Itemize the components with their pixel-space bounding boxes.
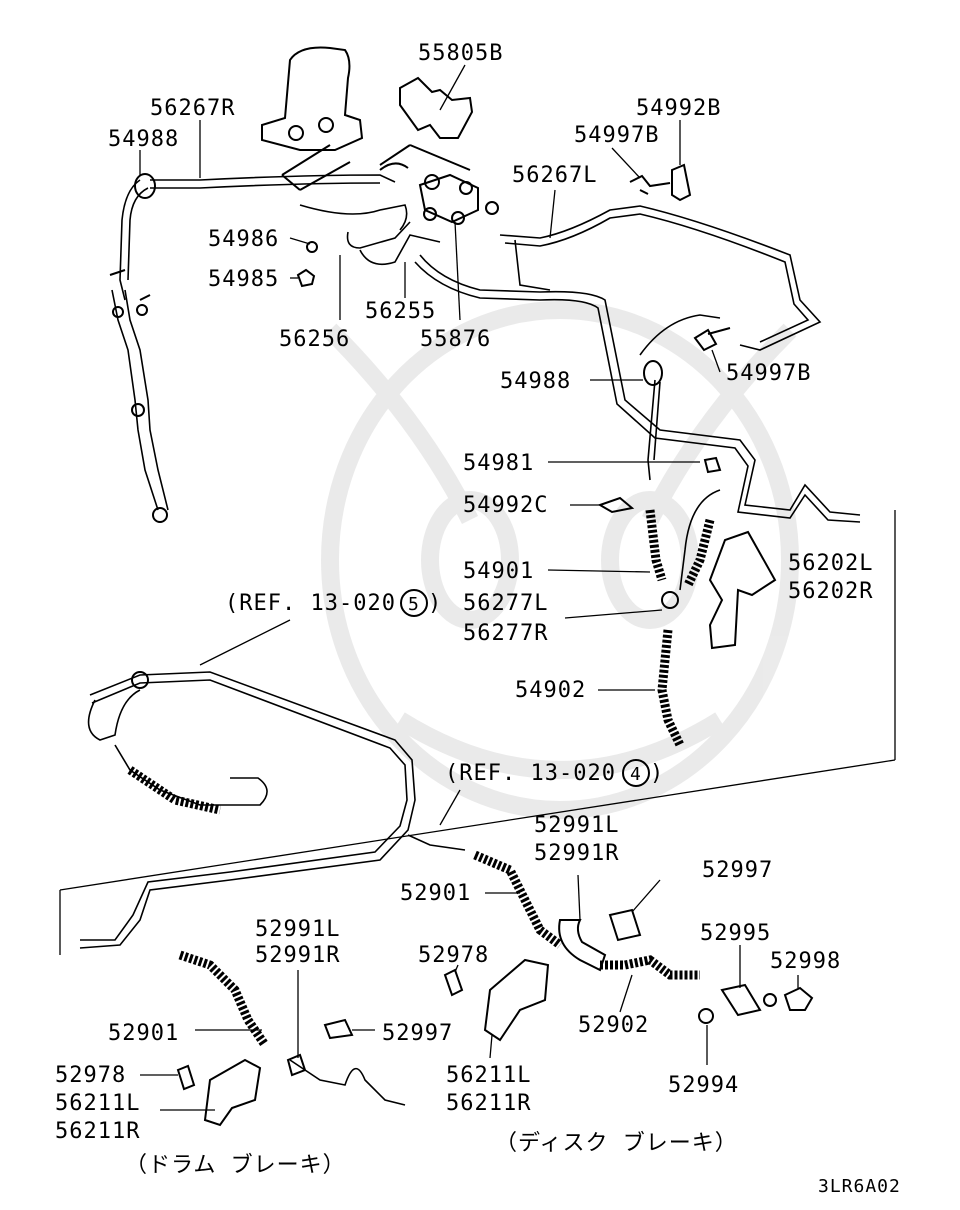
left-front-hose bbox=[109, 269, 169, 523]
label-56211R-drum: 56211R bbox=[55, 1119, 140, 1144]
figure-code: 3LR6A02 bbox=[818, 1176, 901, 1197]
label-56277L: 56277L bbox=[463, 591, 548, 616]
label-52978-drum: 52978 bbox=[55, 1063, 126, 1088]
clip-54981 bbox=[703, 456, 722, 474]
label-54985: 54985 bbox=[208, 267, 279, 292]
washer-54986 bbox=[306, 241, 318, 253]
part-labels: 55805B 56267R 54988 54992B 54997B 56267L… bbox=[55, 41, 873, 1144]
label-56211L-drum: 56211L bbox=[55, 1091, 140, 1116]
rear-disc-hose-52901 bbox=[473, 850, 563, 949]
watermark-emblem bbox=[321, 301, 799, 819]
leader-lines bbox=[139, 64, 799, 1111]
ref-4-number: 4 bbox=[630, 764, 642, 785]
label-52991L-drum: 52991L bbox=[255, 917, 340, 942]
rear-pipe-loop bbox=[79, 671, 416, 949]
label-52994: 52994 bbox=[668, 1073, 739, 1098]
label-56255: 56255 bbox=[365, 299, 436, 324]
ref-5-number: 5 bbox=[408, 594, 420, 615]
bolt-52998 bbox=[783, 986, 814, 1011]
grommet-54988-upper bbox=[134, 173, 156, 199]
label-54902: 54902 bbox=[515, 678, 586, 703]
clip-54992C bbox=[597, 496, 635, 514]
label-52997-disc: 52997 bbox=[702, 858, 773, 883]
reference-callout-4: (REF. 13-020 4 ) bbox=[445, 759, 664, 787]
clip-54992B bbox=[671, 163, 692, 202]
ref-4-text: (REF. 13-020 bbox=[445, 761, 616, 786]
clip-52997-drum bbox=[323, 1018, 354, 1040]
ref-5-circle bbox=[400, 589, 428, 617]
label-55805B: 55805B bbox=[418, 41, 503, 66]
bolt-52978-drum bbox=[176, 1064, 196, 1091]
caption-drum-brake: （ドラム ブレーキ） bbox=[125, 1153, 346, 1178]
rear-disc-hose-52902 bbox=[600, 955, 700, 980]
label-56202L: 56202L bbox=[788, 551, 873, 576]
bracket-56211-drum bbox=[203, 1058, 262, 1127]
label-55876: 55876 bbox=[420, 327, 491, 352]
joint-52995 bbox=[720, 983, 762, 1017]
label-56211R-disc: 56211R bbox=[446, 1091, 531, 1116]
reference-callout-5: (REF. 13-020 5 ) bbox=[225, 589, 442, 617]
label-54986: 54986 bbox=[208, 227, 279, 252]
bracket-56211-disc bbox=[483, 958, 550, 1042]
ref-4-close: ) bbox=[650, 761, 664, 786]
label-52991R-drum: 52991R bbox=[255, 943, 340, 968]
label-52997-drum: 52997 bbox=[382, 1021, 453, 1046]
label-54997B-lower: 54997B bbox=[726, 361, 811, 386]
brake-pipes bbox=[119, 174, 861, 591]
label-54988-lower: 54988 bbox=[500, 369, 571, 394]
label-56277R: 56277R bbox=[463, 621, 548, 646]
rear-disc-pipe bbox=[407, 834, 466, 851]
label-56211L-disc: 56211L bbox=[446, 1063, 531, 1088]
caption-disc-brake: （ディスク ブレーキ） bbox=[495, 1131, 738, 1156]
label-52995: 52995 bbox=[700, 921, 771, 946]
label-52902: 52902 bbox=[578, 1013, 649, 1038]
label-54988-upper: 54988 bbox=[108, 127, 179, 152]
label-56267L: 56267L bbox=[512, 163, 597, 188]
bolt-54997B-lower bbox=[693, 327, 731, 352]
label-54992B: 54992B bbox=[636, 96, 721, 121]
bolt-52978-disc bbox=[443, 968, 464, 997]
ref-5-close: ) bbox=[428, 591, 442, 616]
clip-52997-disc bbox=[608, 908, 642, 942]
bracket-55805B bbox=[399, 76, 474, 139]
rear-drum-hose-52901 bbox=[178, 950, 269, 1048]
label-52998: 52998 bbox=[770, 949, 841, 974]
nut-54985 bbox=[296, 268, 316, 288]
rear-drum-pipe bbox=[289, 1059, 406, 1106]
section-divider-diagonal bbox=[59, 759, 896, 891]
label-54992C: 54992C bbox=[463, 493, 548, 518]
label-54997B-upper: 54997B bbox=[574, 123, 659, 148]
label-54901: 54901 bbox=[463, 559, 534, 584]
grommet-54988-lower bbox=[643, 360, 663, 386]
label-54981: 54981 bbox=[463, 451, 534, 476]
proportioning-valve bbox=[379, 144, 499, 225]
label-52978-disc: 52978 bbox=[418, 943, 489, 968]
ref-5-text: (REF. 13-020 bbox=[225, 591, 396, 616]
label-52901-disc: 52901 bbox=[400, 881, 471, 906]
washer-52994 bbox=[698, 1008, 714, 1024]
label-52991L-disc: 52991L bbox=[534, 813, 619, 838]
label-52991R-disc: 52991R bbox=[534, 841, 619, 866]
washer-52998 bbox=[763, 993, 777, 1007]
label-56202R: 56202R bbox=[788, 579, 873, 604]
front-flex-hoses bbox=[645, 509, 715, 747]
label-56267R: 56267R bbox=[150, 96, 235, 121]
bolt-54997B-upper bbox=[629, 174, 671, 195]
clip-52991-drum bbox=[286, 1053, 307, 1077]
master-cylinder bbox=[261, 46, 364, 191]
label-56256: 56256 bbox=[279, 327, 350, 352]
label-52901-drum: 52901 bbox=[108, 1021, 179, 1046]
ref-4-circle bbox=[622, 759, 650, 787]
bracket-56202 bbox=[708, 530, 777, 650]
clip-52991-disc bbox=[558, 919, 607, 972]
